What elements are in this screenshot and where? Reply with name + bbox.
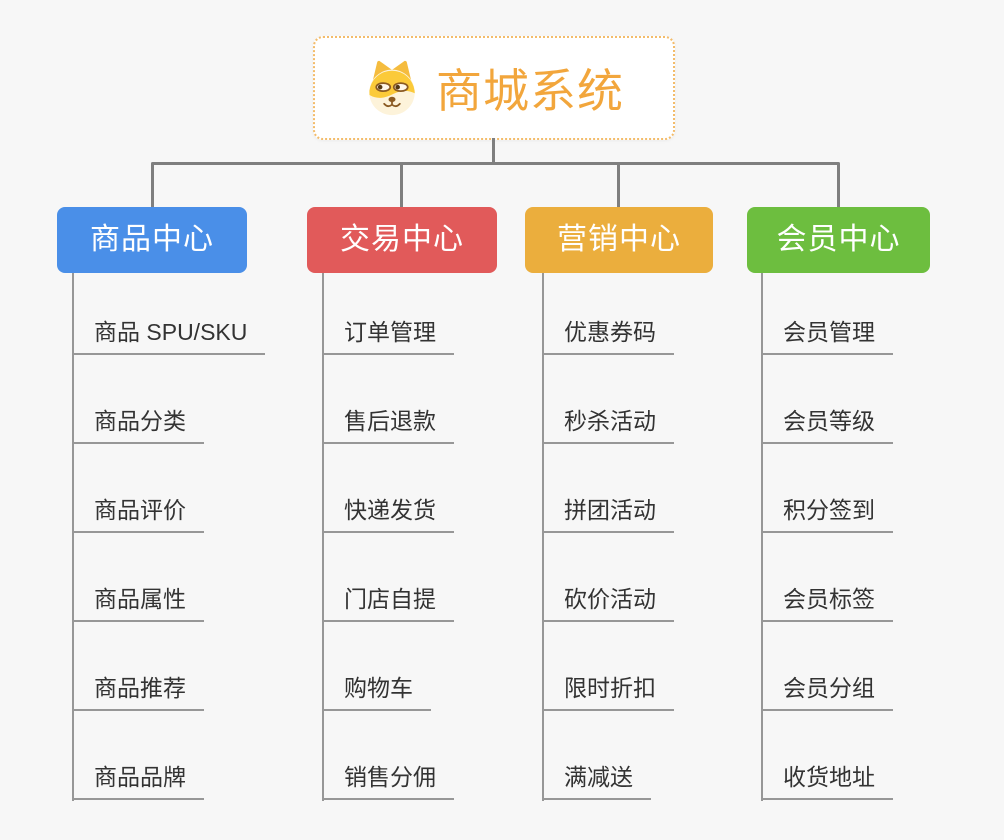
connector-drop-member: [837, 164, 840, 208]
leaf-topic[interactable]: 购物车: [322, 673, 431, 711]
root-node[interactable]: 商城系统: [313, 36, 675, 140]
leaf-topic[interactable]: 会员等级: [761, 406, 893, 444]
connector-horizontal-bar: [151, 162, 840, 165]
leaf-topic[interactable]: 会员管理: [761, 317, 893, 355]
leaf-topic[interactable]: 砍价活动: [542, 584, 674, 622]
leaf-topic[interactable]: 商品 SPU/SKU: [72, 317, 266, 355]
leaf-topic[interactable]: 售后退款: [322, 406, 454, 444]
connector-drop-product: [151, 164, 154, 208]
doge-face-icon: [369, 60, 415, 116]
connector-root-riser: [492, 138, 495, 164]
leaf-topic[interactable]: 收货地址: [761, 762, 893, 800]
trunk-line-member: [761, 273, 763, 801]
branch-node-trade[interactable]: 交易中心: [307, 207, 497, 273]
leaf-topic[interactable]: 秒杀活动: [542, 406, 674, 444]
leaf-topic[interactable]: 会员标签: [761, 584, 893, 622]
leaf-topic[interactable]: 商品属性: [72, 584, 204, 622]
branch-node-marketing[interactable]: 营销中心: [525, 207, 713, 273]
root-title: 商城系统: [436, 65, 624, 117]
leaf-topic[interactable]: 满减送: [542, 762, 651, 800]
leaf-topic[interactable]: 拼团活动: [542, 495, 674, 533]
leaf-topic[interactable]: 限时折扣: [542, 673, 674, 711]
leaf-topic[interactable]: 商品评价: [72, 495, 204, 533]
branch-node-product[interactable]: 商品中心: [57, 207, 247, 273]
leaf-topic[interactable]: 订单管理: [322, 317, 454, 355]
leaf-topic[interactable]: 商品分类: [72, 406, 204, 444]
leaf-topic[interactable]: 会员分组: [761, 673, 893, 711]
connector-drop-trade: [400, 164, 403, 208]
connector-drop-marketing: [617, 164, 620, 208]
leaf-topic[interactable]: 商品推荐: [72, 673, 204, 711]
trunk-line-marketing: [542, 273, 544, 801]
leaf-topic[interactable]: 商品品牌: [72, 762, 204, 800]
branch-node-member[interactable]: 会员中心: [747, 207, 930, 273]
leaf-topic[interactable]: 快递发货: [322, 495, 454, 533]
trunk-line-trade: [322, 273, 324, 801]
leaf-topic[interactable]: 优惠券码: [542, 317, 674, 355]
trunk-line-product: [72, 273, 74, 801]
leaf-topic[interactable]: 门店自提: [322, 584, 454, 622]
leaf-topic[interactable]: 销售分佣: [322, 762, 454, 800]
leaf-topic[interactable]: 积分签到: [761, 495, 893, 533]
